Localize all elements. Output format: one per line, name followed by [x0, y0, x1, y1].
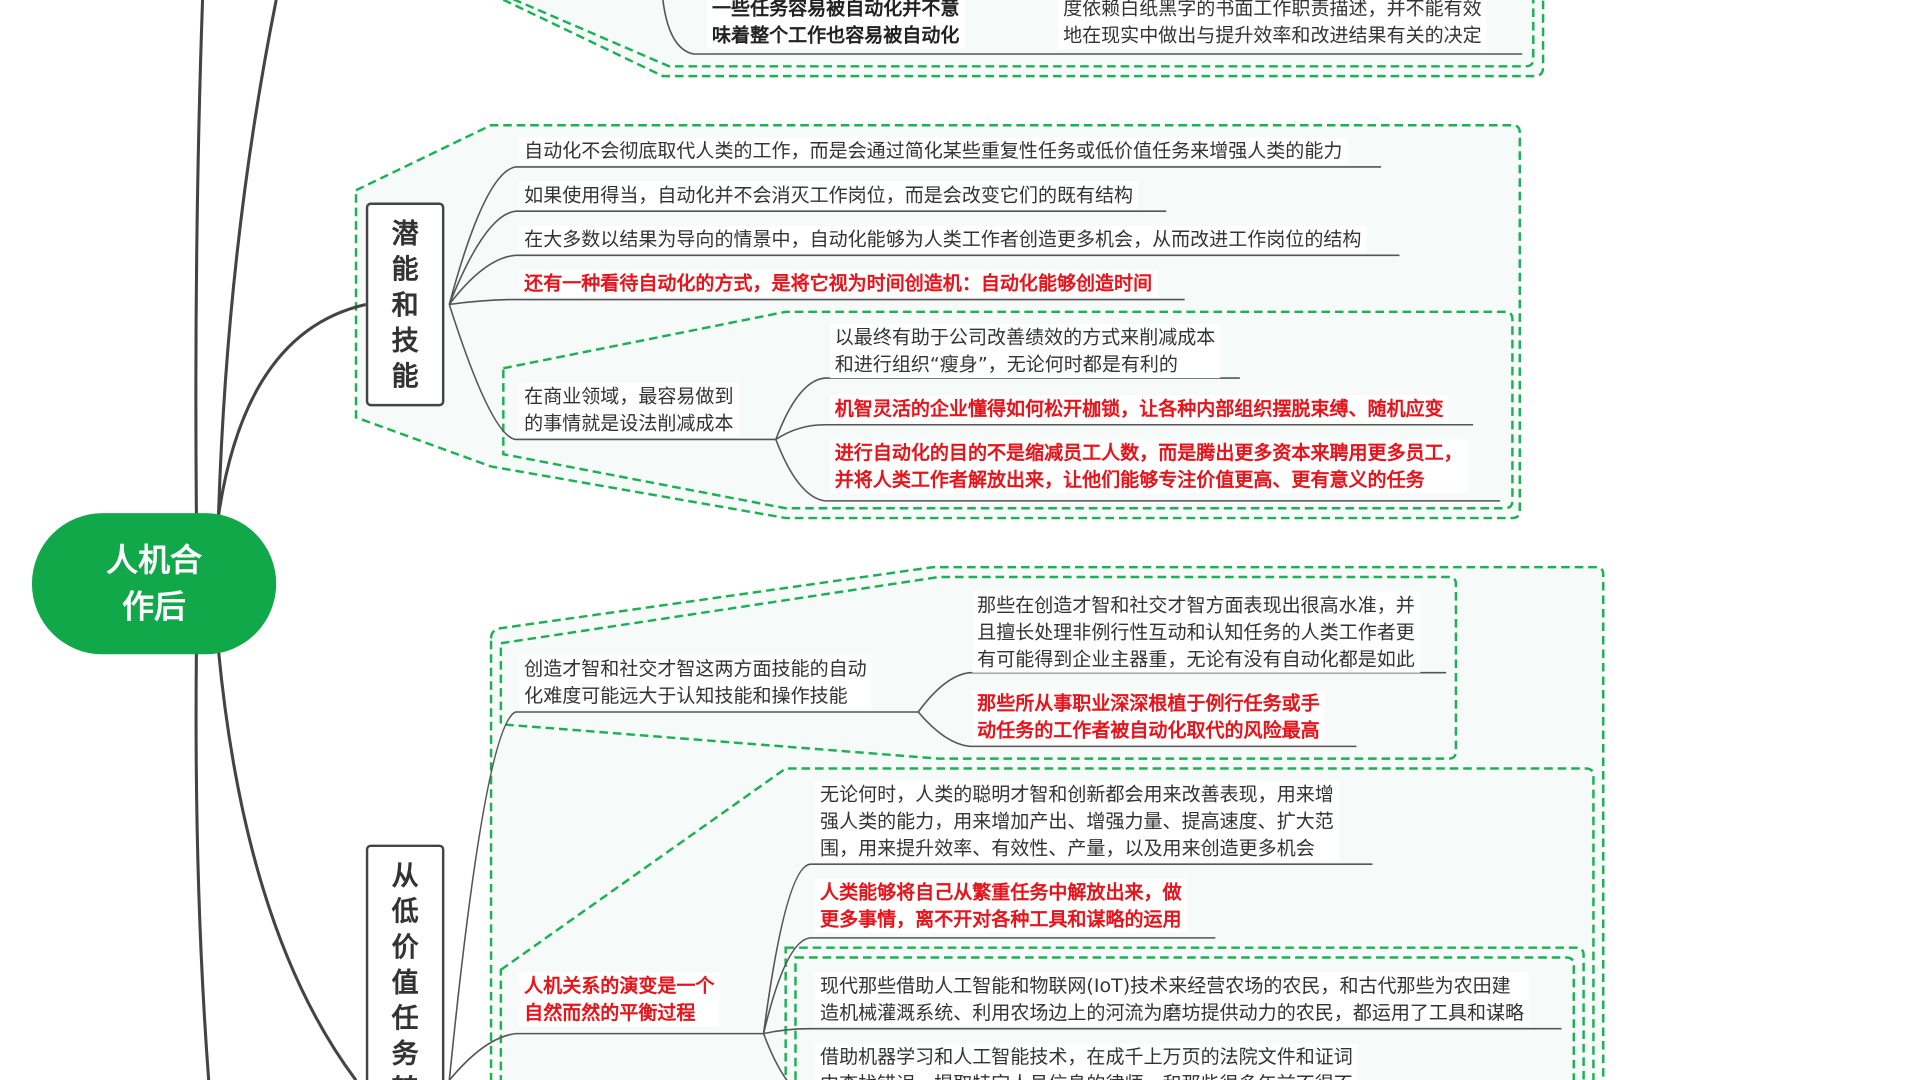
- branch2-char: 务: [391, 1039, 419, 1071]
- branch2-char: 转: [368, 1073, 442, 1080]
- branch1-sub-node[interactable]: 在商业领域，最容易做到 的事情就是设法削减成本: [519, 383, 739, 438]
- branch2-sub2-item[interactable]: 无论何时，人类的聪明才智和创新都会用来改善表现，用来增 强人类的能力，用来增加产…: [815, 780, 1339, 862]
- branch2-char: 值: [391, 968, 419, 1000]
- branch1-item-highlight[interactable]: 还有一种看待自动化的方式，是将它视为时间创造机：自动化能够创造时间: [519, 270, 1158, 298]
- branch1-sub-item[interactable]: 以最终有助于公司改善绩效的方式来削减成本 和进行组织“瘦身”，无论何时都是有利的: [829, 324, 1221, 379]
- branch2-sub1-item-highlight[interactable]: 那些所从事职业深深根植于例行任务或手 动任务的工作者被自动化取代的风险最高: [972, 689, 1325, 744]
- branch2-node[interactable]: 从 低 价 值 任 务 转: [365, 844, 445, 1080]
- branch2-char: 价: [391, 932, 419, 964]
- root-node[interactable]: 人机合 作后: [31, 513, 277, 655]
- branch2-char: 从: [391, 861, 419, 893]
- branch2-char: 低: [391, 897, 419, 929]
- branch1-item[interactable]: 自动化不会彻底取代人类的工作，而是会通过简化某些重复性任务或低价值任务来增强人类…: [519, 137, 1348, 165]
- branch1-char: 和: [391, 290, 419, 322]
- top-group-left-text: 一些任务容易被自动化并不意 味着整个工作也容易被自动化: [707, 0, 965, 50]
- branch1-node[interactable]: 潜 能 和 技 能: [365, 202, 445, 407]
- branch1-sub-item-highlight[interactable]: 进行自动化的目的不是缩减员工人数，而是腾出更多资本来聘用更多员工， 并将人类工作…: [829, 439, 1468, 494]
- branch1-char: 潜: [391, 219, 419, 251]
- branch2-sub2-item-highlight[interactable]: 人类能够将自己从繁重任务中解放出来，做 更多事情，离不开对各种工具和谋略的运用: [815, 878, 1187, 933]
- branch2-sub1-node[interactable]: 创造才智和社交才智这两方面技能的自动 化难度可能远大于认知技能和操作技能: [519, 655, 872, 710]
- branch1-sub-item-highlight[interactable]: 机智灵活的企业懂得如何松开枷锁，让各种内部组织摆脱束缚、随机应变: [829, 395, 1449, 423]
- branch2-sub2-node[interactable]: 人机关系的演变是一个 自然而然的平衡过程: [519, 972, 720, 1027]
- example-item[interactable]: 借助机器学习和人工智能技术，在成千上万页的法院文件和证词 中查找错误、提取特定人…: [815, 1043, 1358, 1080]
- branch1-item[interactable]: 如果使用得当，自动化并不会消灭工作岗位，而是会改变它们的既有结构: [519, 181, 1139, 209]
- branch1-char: 能: [391, 362, 419, 393]
- branch2-sub1-item[interactable]: 那些在创造才智和社交才智方面表现出很高水准，并 且擅长处理非例行性互动和认知任务…: [972, 591, 1420, 673]
- branch1-char: 技: [391, 326, 419, 358]
- example-item[interactable]: 现代那些借助人工智能和物联网(IoT)技术来经营农场的农民，和古代那些为农田建 …: [815, 972, 1529, 1027]
- branch2-char: 任: [391, 1004, 419, 1035]
- branch1-item[interactable]: 在大多数以结果为导向的情景中，自动化能够为人类工作者创造更多机会，从而改进工作岗…: [519, 225, 1367, 253]
- top-group-right-text: 度依赖白纸黑字的书面工作职责描述，并不能有效 地在现实中做出与提升效率和改进结果…: [1058, 0, 1487, 50]
- branch1-char: 能: [391, 255, 419, 287]
